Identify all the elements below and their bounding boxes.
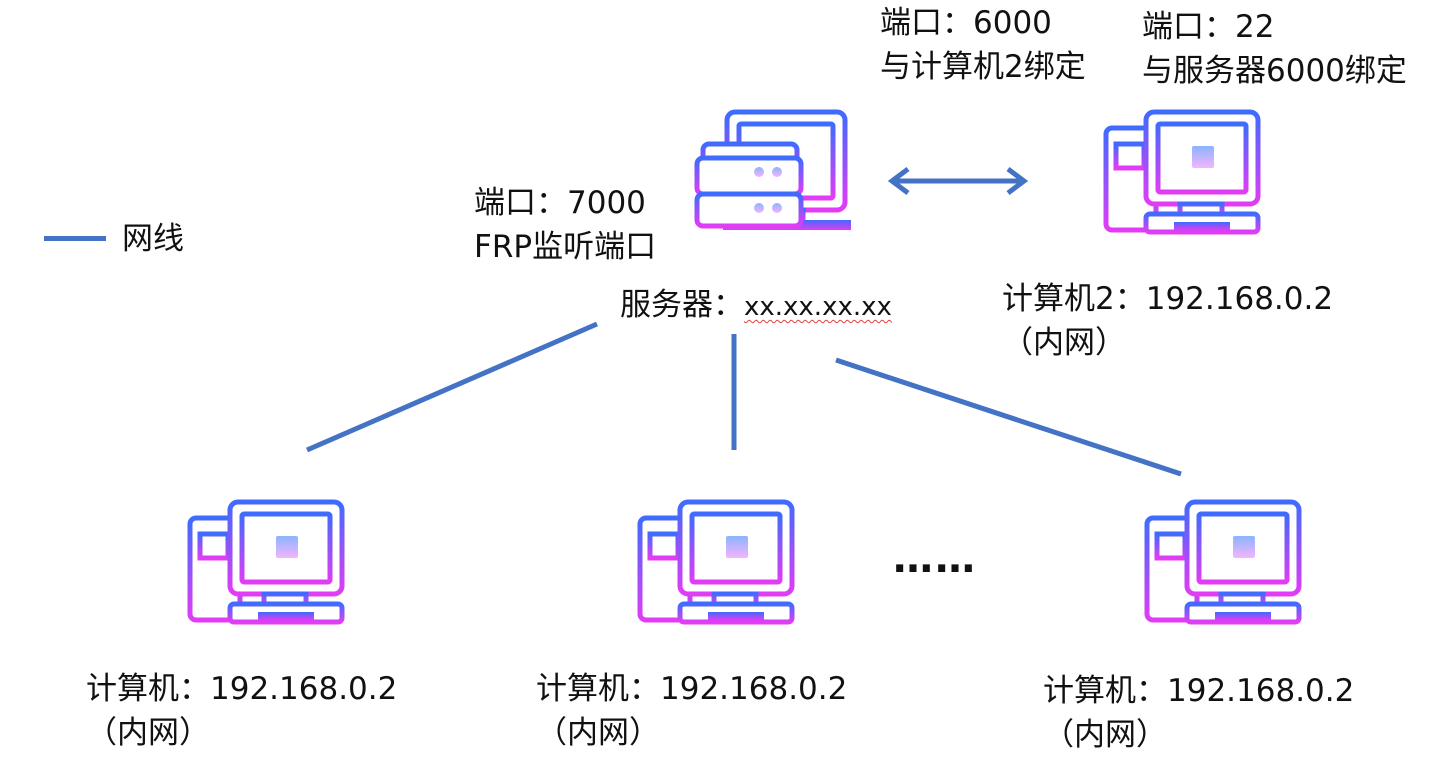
- network-line-right: [835, 357, 1182, 477]
- server-address: xx.xx.xx.xx: [744, 292, 892, 322]
- client-computer-icon-2: [636, 498, 796, 628]
- client-name-3: 计算机：192.168.0.2: [1043, 673, 1355, 709]
- legend-line: [44, 236, 106, 241]
- computer2-network: （内网）: [1002, 325, 1126, 361]
- server-name-label: 服务器：: [620, 287, 744, 323]
- client-name-1: 计算机：192.168.0.2: [86, 671, 398, 707]
- server-port-label: 端口：7000: [474, 185, 646, 221]
- client-computer-icon-3: [1143, 498, 1303, 628]
- server-icon: [694, 109, 851, 230]
- computer2-port: 端口：22: [1142, 9, 1275, 45]
- client-network-3: （内网）: [1043, 717, 1167, 753]
- network-line-left: [306, 321, 598, 453]
- ellipsis: ……: [893, 536, 977, 582]
- server-bind-desc: 与计算机2绑定: [880, 49, 1086, 85]
- bidirectional-arrow-icon: [887, 167, 1029, 195]
- server-name: 服务器：xx.xx.xx.xx: [620, 284, 892, 328]
- server-port-desc: FRP监听端口: [474, 229, 657, 265]
- computer2-binding: 与服务器6000绑定: [1142, 53, 1407, 89]
- client-name-2: 计算机：192.168.0.2: [536, 671, 848, 707]
- legend-label: 网线: [122, 221, 184, 257]
- client-network-2: （内网）: [536, 715, 660, 751]
- client-network-1: （内网）: [86, 715, 210, 751]
- client-computer-icon-1: [186, 498, 346, 628]
- computer2-name: 计算机2：192.168.0.2: [1002, 281, 1334, 317]
- server-bind-port: 端口：6000: [880, 5, 1052, 41]
